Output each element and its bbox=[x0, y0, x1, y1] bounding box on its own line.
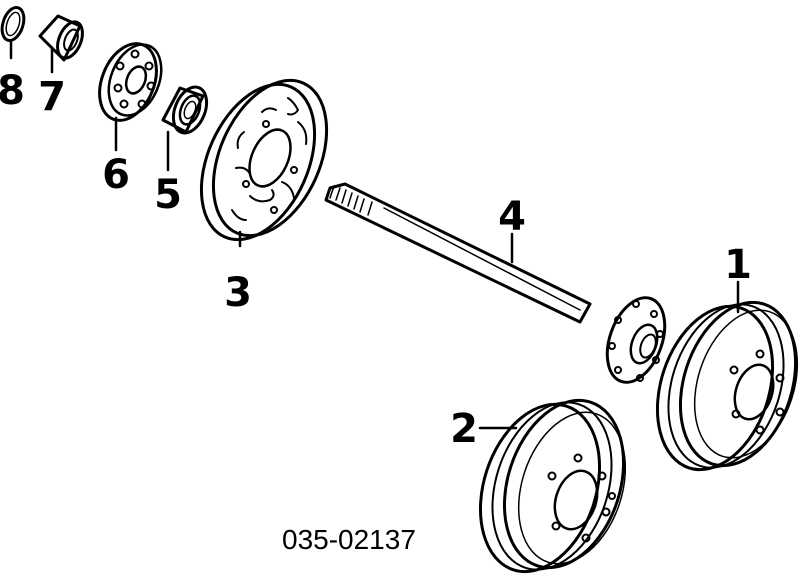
callout-3: 3 bbox=[224, 270, 252, 316]
diagram-part-number: 035-02137 bbox=[282, 524, 416, 555]
part-3-backing-plate bbox=[199, 78, 329, 248]
part-4-axle-shaft bbox=[324, 182, 667, 384]
part-8-snap-ring bbox=[0, 6, 26, 60]
callout-1: 1 bbox=[724, 242, 752, 288]
callout-8: 8 bbox=[0, 68, 25, 114]
part-1-brake-drum bbox=[655, 280, 799, 472]
callout-7: 7 bbox=[38, 74, 66, 120]
part-2-brake-drum bbox=[478, 398, 627, 574]
callout-5: 5 bbox=[154, 172, 182, 218]
part-7-collar bbox=[38, 14, 84, 74]
callout-2: 2 bbox=[450, 406, 478, 452]
callout-6: 6 bbox=[102, 152, 130, 198]
part-6-retainer-plate bbox=[98, 42, 163, 152]
callout-4: 4 bbox=[498, 194, 526, 240]
part-5-bearing bbox=[161, 85, 209, 172]
